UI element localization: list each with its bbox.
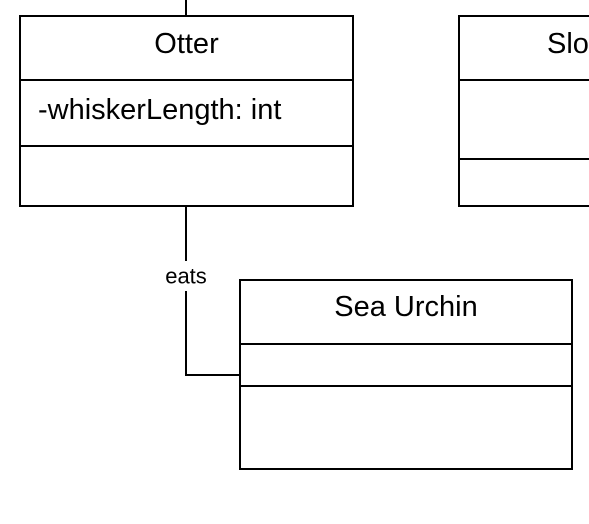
class-slo-frame xyxy=(458,15,589,207)
class-otter[interactable]: Otter -whiskerLength: int xyxy=(19,15,354,207)
class-otter-name: Otter xyxy=(154,28,219,60)
association-eats-label-bg xyxy=(158,261,214,291)
association-eats[interactable]: eats xyxy=(158,206,240,376)
class-sea-urchin[interactable]: Sea Urchin xyxy=(239,279,573,470)
class-sea-urchin-name: Sea Urchin xyxy=(334,291,477,323)
class-slo[interactable]: Slo xyxy=(458,15,589,207)
association-eats-label: eats xyxy=(165,264,207,289)
class-sea-urchin-frame xyxy=(239,279,573,470)
class-slo-name: Slo xyxy=(547,28,589,60)
class-otter-attribute: -whiskerLength: int xyxy=(38,94,281,126)
